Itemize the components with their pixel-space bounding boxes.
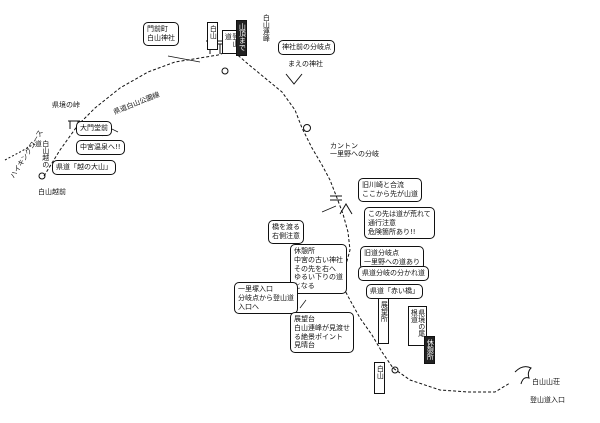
place-line: その先を右へ (294, 264, 336, 273)
branch-route (4, 143, 35, 161)
place-line: 一里野への分岐 (330, 150, 379, 159)
vertical-tag: 山頂まで (236, 20, 248, 56)
leader-line (167, 55, 201, 63)
place-line: 県道分岐の分かれ道 (362, 269, 425, 277)
place-line: カントン (330, 142, 358, 150)
top-left-place-box: 門前町 白山神社 (143, 22, 179, 46)
place-line: 門前町 (147, 25, 168, 33)
place-line: 危険箇所あり!! (368, 227, 416, 236)
place-line: 大門堂前 (80, 124, 108, 132)
vertical-tag: 白山 (374, 362, 386, 394)
mid-right-small-label: カントン 一里野への分岐 (330, 142, 379, 158)
place-line: る絶景ポイント (294, 332, 343, 341)
mid-place-box-5: 休憩所 中宮の古い神社 その先を右へ ゆるい下りの道 となる (290, 244, 347, 294)
mid-place-box-6: 県道分岐の分かれ道 (358, 266, 429, 281)
vertical-label: 白山連峰 (262, 14, 271, 42)
top-right-place-box: 神社前の分岐点 (278, 40, 335, 55)
place-line: ゆるい下りの道 (294, 273, 343, 282)
vertical-tag: 県境の尾根道 (408, 306, 427, 346)
left-bottom-small-label: 白山越前 (38, 188, 66, 196)
left-vertical-label: 白山越の道 (34, 140, 50, 168)
place-line: 旧川崎と合流 (362, 181, 404, 189)
leader-line (321, 205, 337, 213)
lower-mid-place-box: 展望台 白山連峰が見渡せ る絶景ポイント 見晴台 (290, 312, 354, 353)
place-line: 分岐点から登山道 (238, 293, 294, 302)
left-upper-place-box: 大門堂前 (76, 121, 112, 136)
place-line: 県道「越の大山」 (56, 163, 112, 171)
place-line: 一里野への道あり (364, 257, 420, 266)
place-line: 通行注意 (368, 218, 396, 227)
fork-icon (339, 203, 353, 215)
landmark-circle (303, 124, 311, 132)
mid-place-box-1: 旧川崎と合流 ここから先が山道 (358, 178, 422, 202)
place-line: 見晴台 (294, 341, 315, 350)
place-line: 橋を渡る (272, 223, 300, 231)
vertical-tag: 白山 (207, 22, 219, 50)
fork-icon (285, 73, 303, 85)
mid-place-box-7: 県道「赤い橋」 (366, 284, 423, 299)
lower-right-label-trail: 登山道入口 (530, 396, 565, 404)
mid-place-box-2: この先は道が荒れて 通行注意 危険箇所あり!! (364, 207, 435, 240)
place-line: 白山神社 (147, 33, 175, 42)
place-line: 中宮の古い神社 (294, 255, 343, 264)
place-line: 右側注意 (272, 231, 300, 240)
place-line: 県道「赤い橋」 (370, 287, 419, 295)
mid-place-box-3: 橋を渡る 右側注意 (268, 220, 304, 244)
place-line: 展望台 (294, 315, 315, 323)
place-line: 休憩所 (294, 247, 315, 255)
place-line: ここから先が山道 (362, 189, 418, 198)
place-line: 旧道分岐点 (364, 249, 399, 257)
left-top-small-label: 県境の峠 (52, 101, 80, 109)
place-line: 一里塚入口 (238, 285, 273, 293)
left-lower-place-box: 県道「越の大山」 (52, 160, 116, 175)
place-line: 神社前の分岐点 (282, 43, 331, 51)
landmark-circle (391, 366, 399, 374)
landmark-circle (38, 172, 46, 180)
top-right-small-label: まえの神社 (288, 60, 323, 68)
vertical-tag: 展望所 (378, 298, 390, 344)
place-line: 入口へ (238, 302, 259, 311)
leader-line (299, 299, 307, 309)
mountain-hut-icon (514, 366, 532, 385)
landmark-circle (221, 67, 229, 75)
left-mid-place-box: 中宮温泉へ!! (76, 140, 125, 155)
vertical-tag: 休憩所 (424, 336, 436, 364)
lower-right-label-hut: 白山山荘 (532, 378, 560, 386)
place-line: 中宮温泉へ!! (80, 143, 121, 151)
lower-left-place-box: 一里塚入口 分岐点から登山道 入口へ (234, 282, 298, 315)
place-line: 白山連峰が見渡せ (294, 323, 350, 332)
place-line: となる (294, 282, 315, 290)
place-line: この先は道が荒れて (368, 210, 431, 218)
bridge-icon (330, 195, 342, 201)
